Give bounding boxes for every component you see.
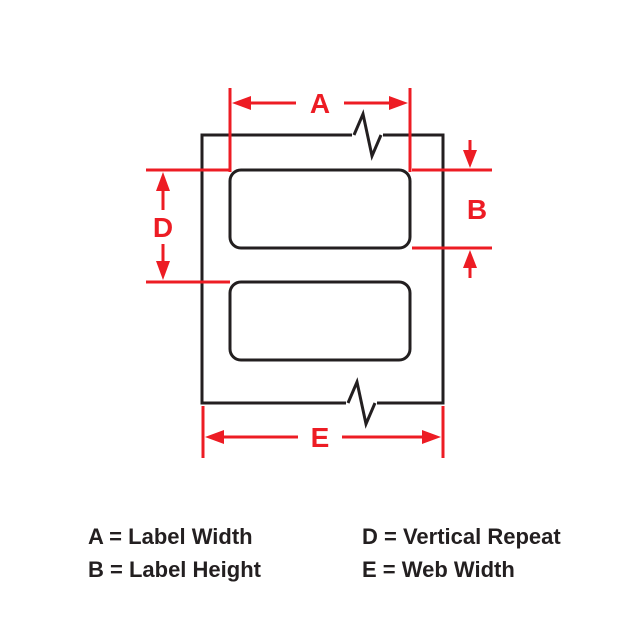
dimension-b: B [412, 140, 492, 278]
legend-item-e: E = Web Width [362, 557, 515, 582]
dim-a-arrowhead-right [389, 96, 408, 110]
label-slot-1 [228, 168, 412, 250]
legend: A = Label Width B = Label Height D = Ver… [88, 524, 561, 582]
dim-b-arrowhead-up [463, 250, 477, 268]
dim-e-arrowhead-left [205, 430, 224, 444]
break-mark-top-icon [352, 109, 383, 161]
dim-e-label: E [311, 422, 330, 453]
dimension-d: D [146, 168, 230, 284]
legend-item-d: D = Vertical Repeat [362, 524, 561, 549]
dim-d-arrowhead-up [156, 172, 170, 191]
dimension-a: A [228, 88, 412, 172]
dim-d-arrowhead-down [156, 261, 170, 280]
dim-b-label: B [467, 194, 487, 225]
dim-d-label: D [153, 212, 173, 243]
dim-b-arrowhead-down [463, 150, 477, 168]
dim-e-arrowhead-right [422, 430, 441, 444]
dimension-e: E [201, 406, 445, 458]
dim-a-label: A [310, 88, 330, 119]
legend-item-b: B = Label Height [88, 557, 262, 582]
label-slot-2 [228, 280, 412, 362]
legend-item-a: A = Label Width [88, 524, 253, 549]
dim-a-arrowhead-left [232, 96, 251, 110]
break-mark-bottom-icon [346, 377, 377, 429]
